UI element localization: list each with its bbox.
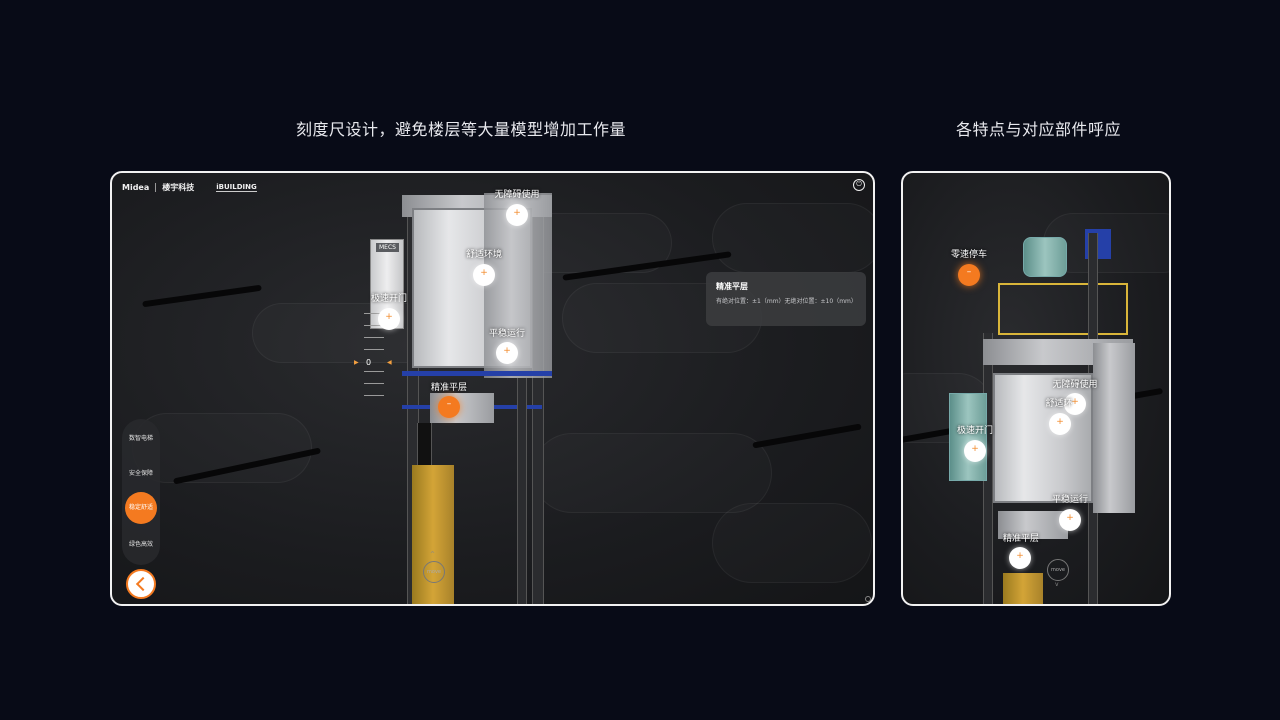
nav-item-safety[interactable]: 安全保障 [128,470,153,477]
right-counterweight [1003,573,1043,604]
hotspot-accessible-right[interactable] [1064,393,1086,415]
counterweight [412,465,454,604]
hotspot-label-leveling: 精准平层 [430,383,468,393]
hotspot-label-leveling-right: 精准平层 [1002,534,1040,544]
hotspot-label-smooth-run-right: 平稳运行 [1051,495,1089,505]
ruler-arrow-right-icon: ◀ [387,359,392,366]
rope-column [517,378,527,604]
company-name: 楼宇科技 [162,183,195,192]
hotspot-label-accessible: 无障碍使用 [494,190,540,200]
right-screen-panel: 零速停车 无障碍使用 舒适环 极速开门 平稳运行 精准平层 move v [901,171,1171,606]
hotspot-label-comfort-right: 舒适环 [1045,399,1073,409]
midea-logo: Midea [122,183,150,192]
brand-header: Midea 楼宇科技 iBUILDING [122,182,257,193]
nav-item-digital[interactable]: 数智电梯 [128,435,153,442]
hotspot-fast-door[interactable] [378,308,400,330]
hotspot-label-smooth-run: 平稳运行 [488,329,526,339]
brand-divider [155,183,157,192]
left-screen-panel: Midea 楼宇科技 iBUILDING ⏻ MECS ▶ 0 ◀ 无障碍使用 … [110,171,875,606]
move-control-right[interactable]: move [1047,559,1069,581]
hotspot-fast-door-right[interactable] [964,440,986,462]
hotspot-comfort[interactable] [473,264,495,286]
hotspot-zero-stop[interactable] [958,264,980,286]
control-cabinet [949,393,987,481]
hotspot-label-comfort: 舒适环境 [465,250,503,260]
traction-machine [1023,237,1067,277]
side-nav: 数智电梯 安全保障 稳定舒适 绿色高效 [122,419,160,565]
hotspot-comfort-right[interactable] [1049,413,1071,435]
hotspot-smooth-run[interactable] [496,342,518,364]
info-card-detail: 有绝对位置：±1（mm）无绝对位置：±10（mm） [716,298,857,305]
caption-left: 刻度尺设计，避免楼层等大量模型增加工作量 [296,120,627,139]
hotspot-accessible[interactable] [506,204,528,226]
ruler-arrow-left-icon: ▶ [354,359,359,366]
hotspot-label-fast-door: 极速开门 [370,294,408,304]
info-card-title: 精准平层 [716,282,748,291]
back-button[interactable] [126,569,156,599]
ruler-value: 0 [366,358,372,367]
power-icon[interactable]: ⏻ [853,179,865,191]
nav-item-green[interactable]: 绿色高效 [128,541,153,548]
ibuilding-logo: iBUILDING [216,183,257,192]
move-control[interactable]: move [423,561,445,583]
info-card: 精准平层 有绝对位置：±1（mm）无绝对位置：±10（mm） [706,272,866,326]
top-railing [998,283,1128,335]
move-up-icon: ^ [430,551,436,558]
hotspot-label-accessible-right: 无障碍使用 [1052,380,1098,390]
right-side-frame [1093,343,1135,513]
hotspot-label-fast-door-right: 极速开门 [956,426,994,436]
mecs-label: MECS [376,243,399,252]
hotspot-label-zero-stop: 零速停车 [950,250,988,260]
hotspot-leveling[interactable] [438,396,460,418]
hotspot-leveling-right[interactable] [1009,547,1031,569]
hotspot-smooth-run-right[interactable] [1059,509,1081,531]
corner-icon [865,596,871,602]
right-toe-guard [998,511,1068,539]
nav-item-comfort[interactable]: 稳定舒适 [125,492,157,524]
move-down-icon: v [1055,581,1059,588]
caption-right: 各特点与对应部件呼应 [956,120,1122,139]
blue-beam [402,371,552,376]
